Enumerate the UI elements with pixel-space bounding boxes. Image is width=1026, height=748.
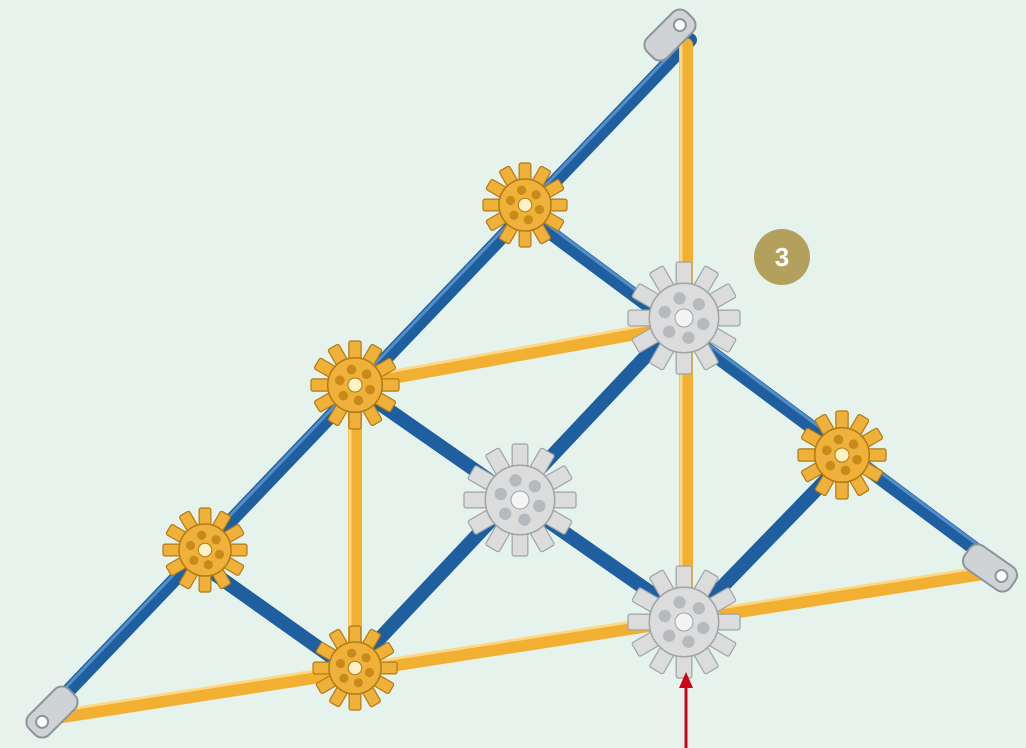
yellow-rod	[50, 572, 990, 718]
arrow-up-icon	[679, 672, 693, 748]
step-number-badge: 3	[754, 229, 810, 285]
yellow-rods	[50, 45, 990, 718]
blue-rods	[50, 40, 990, 710]
end-cap-right	[959, 540, 1021, 595]
